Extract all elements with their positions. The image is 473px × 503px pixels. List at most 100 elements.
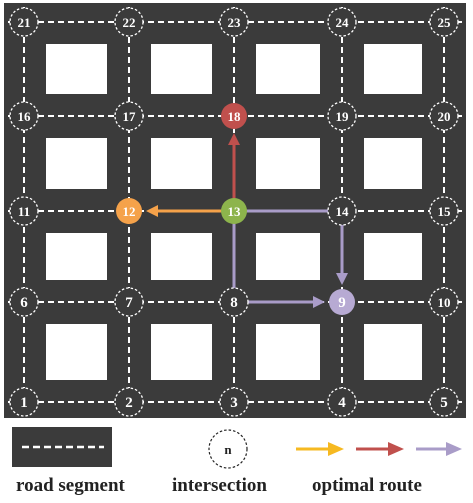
intersection-label: 8 (230, 295, 238, 311)
intersection-6: 6 (9, 287, 39, 317)
intersection-label: 1 (20, 395, 28, 411)
intersection-15: 15 (429, 196, 459, 226)
intersection-label: 9 (338, 295, 346, 311)
city-block (364, 44, 422, 94)
legend-route-label: optimal route (312, 475, 422, 496)
intersection-circle (327, 7, 357, 37)
intersection-label: 5 (440, 395, 448, 411)
intersection-7: 7 (114, 287, 144, 317)
intersection-circle (429, 387, 459, 417)
city-block (151, 233, 212, 280)
intersection-label: 6 (20, 295, 28, 311)
intersection-label: 2 (125, 395, 133, 411)
intersection-circle (221, 198, 247, 224)
legend: road segment n intersection optimal rout… (12, 427, 462, 496)
legend-intersection-symbol-text: n (224, 442, 232, 457)
intersection-label: 17 (123, 109, 137, 124)
intersection-circle (9, 7, 39, 37)
intersection-25: 25 (429, 7, 459, 37)
intersection-circle (327, 387, 357, 417)
intersection-4: 4 (327, 387, 357, 417)
intersection-circle (114, 387, 144, 417)
intersection-1: 1 (9, 387, 39, 417)
intersection-circle (327, 196, 357, 226)
intersection-24: 24 (327, 7, 357, 37)
intersection-12: 12 (116, 198, 142, 224)
city-block (256, 44, 320, 94)
city-block (151, 44, 212, 94)
legend-route-arrows (296, 442, 462, 456)
intersection-17: 17 (114, 101, 144, 131)
intersection-label: 16 (18, 109, 32, 124)
intersection-circle (116, 198, 142, 224)
intersection-20: 20 (429, 101, 459, 131)
intersection-label: 11 (18, 204, 30, 219)
legend-road-label: road segment (16, 475, 126, 496)
intersection-circle (114, 101, 144, 131)
intersection-circle (429, 7, 459, 37)
city-block (364, 233, 422, 280)
city-block (151, 138, 212, 189)
intersection-circle (219, 7, 249, 37)
intersection-label: 22 (123, 15, 136, 30)
legend-intersection-label: intersection (172, 475, 267, 496)
intersection-11: 11 (9, 196, 39, 226)
intersection-circle (9, 101, 39, 131)
city-block (364, 138, 422, 189)
intersection-18: 18 (221, 103, 247, 129)
intersection-3: 3 (219, 387, 249, 417)
city-block (256, 138, 320, 189)
intersection-circle (114, 287, 144, 317)
legend-arrow-yellow-head (328, 442, 344, 456)
intersection-circle (429, 196, 459, 226)
route-arrowhead (228, 133, 240, 145)
intersection-label: 15 (438, 204, 452, 219)
intersection-circle (9, 387, 39, 417)
city-block (46, 324, 107, 380)
intersection-16: 16 (9, 101, 39, 131)
intersection-5: 5 (429, 387, 459, 417)
city-block (46, 138, 107, 189)
intersection-label: 3 (230, 395, 238, 411)
intersection-circle (9, 196, 39, 226)
intersection-circle (114, 7, 144, 37)
road-network-map (4, 3, 466, 418)
intersection-label: 19 (336, 109, 350, 124)
intersection-label: 7 (125, 295, 133, 311)
intersection-9: 9 (329, 289, 355, 315)
intersection-22: 22 (114, 7, 144, 37)
route-arrowhead (313, 296, 325, 308)
intersection-label: 21 (18, 15, 31, 30)
intersection-2: 2 (114, 387, 144, 417)
intersection-23: 23 (219, 7, 249, 37)
intersection-circle (9, 287, 39, 317)
intersection-13: 13 (221, 198, 247, 224)
intersection-21: 21 (9, 7, 39, 37)
intersection-circle (219, 387, 249, 417)
intersection-circle (221, 103, 247, 129)
intersection-8: 8 (219, 287, 249, 317)
intersection-circle (219, 287, 249, 317)
intersection-label: 4 (338, 395, 346, 411)
intersection-14: 14 (327, 196, 357, 226)
city-block (46, 233, 107, 280)
legend-arrow-red-head (388, 442, 404, 456)
intersection-label: 10 (438, 295, 451, 310)
city-block (256, 233, 320, 280)
city-block (151, 324, 212, 380)
intersection-circle (327, 101, 357, 131)
intersection-label: 25 (438, 15, 452, 30)
intersection-label: 13 (228, 204, 242, 219)
route-arrowhead (146, 205, 158, 217)
intersection-10: 10 (429, 287, 459, 317)
intersection-label: 20 (438, 109, 451, 124)
intersection-circle (329, 289, 355, 315)
intersection-label: 14 (336, 204, 350, 219)
intersection-label: 18 (228, 109, 242, 124)
city-block (256, 324, 320, 380)
route-arrowhead (336, 273, 348, 285)
intersection-label: 12 (123, 204, 136, 219)
intersection-circle (429, 287, 459, 317)
